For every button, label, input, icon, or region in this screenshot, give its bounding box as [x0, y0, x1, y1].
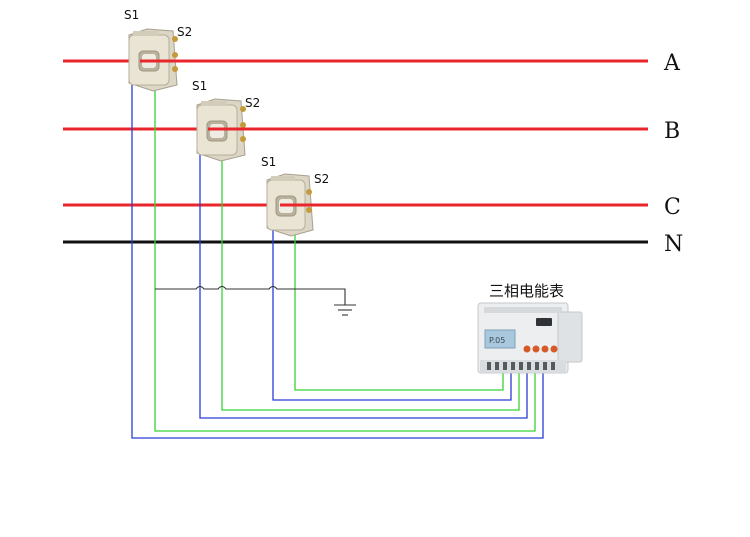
phase-lines [63, 59, 648, 244]
ct-b-s2-label: S2 [245, 96, 260, 110]
phase-label-c: C [664, 195, 681, 220]
phase-label-a: A [663, 51, 681, 76]
ct-b-s1-label: S1 [192, 79, 207, 93]
ground-wire [155, 285, 346, 305]
meter-label: 三相电能表 [489, 282, 564, 300]
s2-wire-phase-a [154, 88, 536, 432]
ground-bus [155, 285, 356, 316]
s1-wire-phase-b [199, 152, 528, 419]
meter-button-2 [532, 345, 540, 353]
ct-c-s2-label: S2 [314, 172, 329, 186]
ct-a-s2-label: S2 [177, 25, 192, 39]
ct-c-s1-label: S1 [261, 155, 276, 169]
phase-labels: A B C N [663, 51, 683, 257]
s2-wire-phase-c [294, 232, 504, 391]
meter-button-3 [541, 345, 549, 353]
meter-lcd-text: P.05 [489, 336, 505, 345]
meter-button-1 [523, 345, 531, 353]
meter-button-4 [550, 345, 558, 353]
ct-a-s1-label: S1 [124, 8, 139, 22]
phase-label-b: B [664, 119, 680, 144]
s1-wire-phase-c [272, 228, 512, 401]
three-phase-energy-meter: P.05 [477, 302, 583, 374]
s2-wires [154, 88, 536, 432]
s2-wire-phase-b [221, 157, 520, 411]
meter-lcd [484, 329, 516, 349]
s1-wires [131, 84, 544, 439]
s1-wire-phase-a [131, 84, 544, 439]
phase-label-n: N [664, 232, 683, 257]
